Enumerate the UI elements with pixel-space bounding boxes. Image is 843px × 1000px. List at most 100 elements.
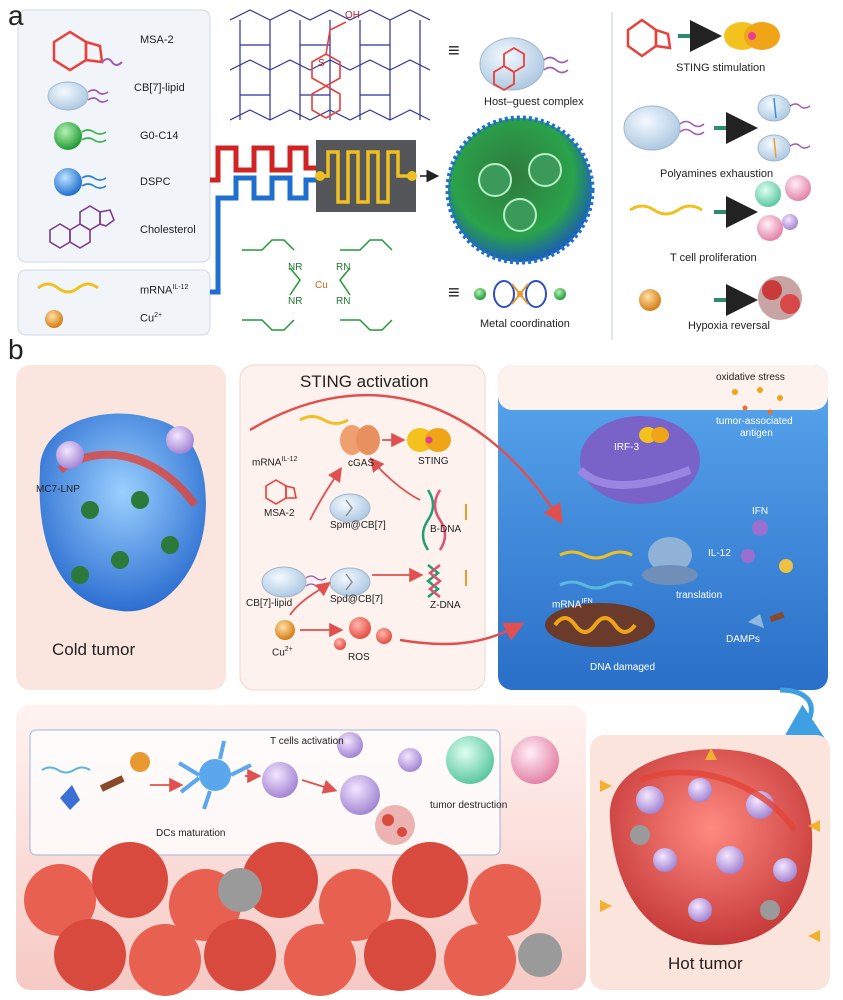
cholesterol-icon bbox=[49, 205, 115, 249]
outcome-label-sting: STING stimulation bbox=[676, 62, 766, 74]
hemoglobin-icon bbox=[758, 276, 802, 320]
t-cell-icons bbox=[262, 732, 559, 815]
ribosome-icon bbox=[642, 537, 698, 585]
mechanism-frame bbox=[29, 729, 501, 856]
sting-cu-sup: 2+ bbox=[284, 646, 293, 653]
panel-b-letter: b bbox=[8, 334, 24, 365]
ligand-rn-1: RN bbox=[336, 262, 351, 273]
outcome-cb7-icon bbox=[623, 105, 705, 151]
outcome-label-hypoxia: Hypoxia reversal bbox=[688, 320, 770, 332]
ifn-label: IFN bbox=[752, 506, 769, 517]
polyamine-loaded-cb7-icons bbox=[757, 94, 811, 162]
cell-mrna-ifn-sup: IFN bbox=[581, 598, 593, 605]
tumor-destruction-label: tumor destruction bbox=[430, 800, 508, 811]
b-dna-label: B-DNA bbox=[430, 524, 462, 535]
cell-mrna-ifn bbox=[559, 580, 633, 590]
equiv-symbol-1: ≡ bbox=[448, 40, 460, 62]
ligand-cu-label: Cu bbox=[315, 280, 328, 291]
antigen-dots bbox=[732, 387, 783, 415]
cu-to-spd-arrow bbox=[289, 581, 331, 616]
component-label-dspc: DSPC bbox=[140, 176, 171, 188]
host-guest-label: Host–guest complex bbox=[484, 96, 584, 108]
lipid-channel-red bbox=[210, 145, 320, 183]
dcs-maturation-label: DCs maturation bbox=[156, 828, 226, 839]
outcome-label-polyamines: Polyamines exhaustion bbox=[660, 168, 774, 180]
msa2-icon bbox=[52, 30, 123, 72]
metal-coordination-icon bbox=[474, 280, 566, 308]
cold-tumor-illustration bbox=[39, 413, 206, 612]
cell-mrna-ifn-label: mRNAIFN bbox=[552, 598, 593, 610]
b-dna-icon bbox=[421, 489, 447, 551]
mixing-channel-yellow bbox=[320, 150, 412, 204]
sting-mrna-sup: IL-12 bbox=[281, 456, 298, 463]
hot-tumor-title: Hot tumor bbox=[668, 954, 743, 973]
z-dna-icon bbox=[425, 564, 443, 598]
cell-panel bbox=[498, 365, 828, 690]
il12-label: IL-12 bbox=[708, 548, 731, 559]
sting-activation-title: STING activation bbox=[300, 372, 429, 391]
sting-mrna-icon bbox=[299, 415, 349, 425]
antigen-label-line1: tumor-associated bbox=[716, 416, 793, 427]
tumor-cell-field bbox=[24, 842, 562, 996]
msa2-label: MSA-2 bbox=[264, 508, 295, 519]
component-label-g0-c14: G0-C14 bbox=[140, 130, 179, 142]
sting-mrna-text: mRNA bbox=[252, 457, 282, 469]
cgas-icon bbox=[340, 425, 380, 455]
cell-mrna-ifn-text: mRNA bbox=[552, 599, 582, 611]
payload-label-mrna: mRNAIL-12 bbox=[140, 284, 188, 297]
atom-oh-label: OH bbox=[345, 10, 360, 21]
dendritic-cell-icon bbox=[177, 740, 252, 810]
antigen-label-line2: antigen bbox=[740, 428, 773, 439]
sting-mrna-label: mRNAIL-12 bbox=[252, 456, 297, 468]
ifn-protein-icons bbox=[741, 520, 793, 573]
payload-mrna-sup: IL-12 bbox=[172, 284, 189, 291]
outcome-label-tcell: T cell proliferation bbox=[670, 252, 757, 264]
mrna-il12-icon bbox=[37, 282, 99, 294]
cell-to-hot-tumor-arrow bbox=[777, 687, 828, 749]
ros-to-mito-arrow bbox=[399, 622, 525, 646]
ros-label: ROS bbox=[348, 652, 370, 663]
dna-damaged-label: DNA damaged bbox=[590, 662, 656, 673]
component-label-cholesterol: Cholesterol bbox=[140, 224, 196, 236]
spd-cb7-label: Spd@CB[7] bbox=[330, 594, 383, 605]
sting-icon bbox=[407, 428, 451, 452]
msa2-small-icon bbox=[265, 479, 297, 505]
spd-cb7-icon bbox=[329, 567, 371, 597]
sting-cu-label: Cu2+ bbox=[272, 646, 293, 658]
metal-coordination-label: Metal coordination bbox=[480, 318, 570, 330]
equiv-symbol-2: ≡ bbox=[448, 282, 460, 304]
t-cells-icon bbox=[755, 175, 811, 241]
oxidative-stress-label: oxidative stress bbox=[716, 372, 785, 383]
spm-cb7-label: Spm@CB[7] bbox=[330, 520, 386, 531]
damps-label: DAMPs bbox=[726, 634, 760, 645]
ligand-nr-1: NR bbox=[288, 262, 303, 273]
payload-cu-text: Cu bbox=[140, 312, 155, 325]
msa2-guest-structure bbox=[311, 21, 347, 119]
outcome-sting-icon bbox=[626, 18, 672, 58]
spm-cb7-icon bbox=[329, 493, 371, 523]
cell-panel-top bbox=[498, 365, 828, 410]
cu-ligand-structure bbox=[242, 239, 393, 331]
sting-label: STING bbox=[418, 456, 449, 467]
mrna-to-cell-arrow bbox=[249, 393, 563, 525]
hot-tumor-lymphocytes bbox=[600, 748, 820, 942]
mitochondria-icon bbox=[545, 603, 655, 647]
cu-icon bbox=[45, 310, 63, 328]
payload-box bbox=[17, 269, 211, 336]
nucleus-icon bbox=[577, 416, 700, 504]
panel-a-letter: a bbox=[8, 0, 24, 31]
lysed-tumor-icon bbox=[375, 805, 415, 845]
antigen-bits-icon bbox=[41, 752, 150, 810]
g0-c14-icon bbox=[54, 122, 107, 150]
payload-label-cu: Cu2+ bbox=[140, 312, 162, 325]
cb7-structure bbox=[229, 9, 431, 121]
translation-label: translation bbox=[676, 590, 723, 601]
payload-mrna-text: mRNA bbox=[140, 284, 173, 297]
bdna-to-cgas-arrow bbox=[369, 457, 421, 501]
ligand-nr-2: NR bbox=[288, 296, 303, 307]
mc7-lnp-label: MC7-LNP bbox=[36, 484, 80, 495]
msa2-to-cgas-arrow bbox=[309, 467, 342, 521]
atom-s-label: S bbox=[318, 58, 325, 69]
damps-icons bbox=[748, 611, 785, 628]
